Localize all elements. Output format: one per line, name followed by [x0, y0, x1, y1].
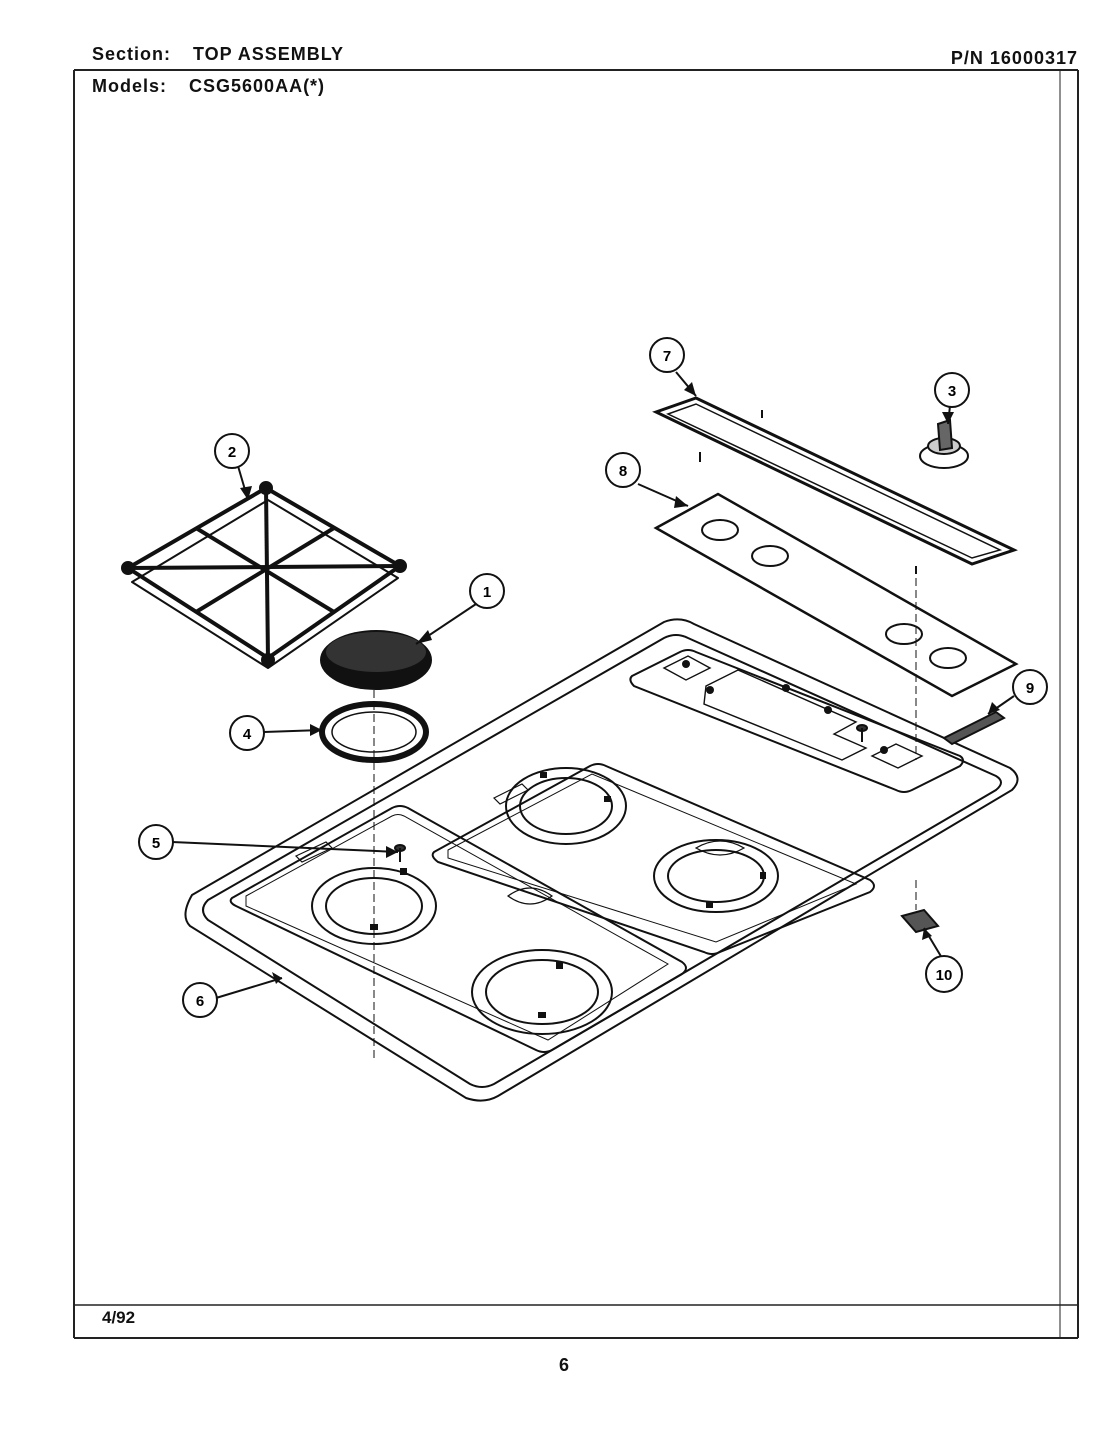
callout-label: 6: [196, 993, 204, 1010]
burner-cap: [320, 630, 432, 690]
callout-5: 5: [138, 824, 174, 860]
control-panel-overlay: [653, 492, 1019, 698]
callout-label: 7: [663, 348, 671, 365]
leader-arrowheads: [240, 382, 1000, 984]
mounting-clip: [942, 710, 1006, 746]
callout-label: 8: [619, 463, 627, 480]
section-label: Section:: [92, 44, 172, 64]
callout-label: 4: [243, 726, 252, 743]
callout-6: 6: [182, 982, 218, 1018]
burner-grate: [121, 481, 407, 669]
control-panel-frame: [652, 396, 1018, 574]
callout-7: 7: [649, 337, 685, 373]
page-frame: [73, 69, 1079, 1339]
callout-3: 3: [934, 372, 970, 408]
callout-label: 9: [1026, 680, 1034, 697]
models-line: Models: CSG5600AA(*): [92, 76, 325, 97]
callout-label: 2: [228, 444, 236, 461]
callout-label: 10: [936, 967, 953, 984]
part-number: P/N 16000317: [950, 48, 1078, 68]
revision-date: 4/92: [102, 1308, 136, 1327]
callout-10: 10: [925, 955, 963, 993]
section-line: Section: TOP ASSEMBLY: [92, 44, 344, 65]
callout-label: 5: [152, 835, 160, 852]
screws: [394, 724, 868, 862]
callout-4: 4: [229, 715, 265, 751]
callout-8: 8: [605, 452, 641, 488]
retainer-clip: [900, 908, 940, 934]
callout-label: 3: [948, 383, 956, 400]
control-knob: [919, 418, 969, 469]
cooktop-main-top: [184, 618, 1019, 1102]
models-value: CSG5600AA(*): [189, 76, 326, 96]
callout-9: 9: [1012, 669, 1048, 705]
callout-label: 1: [483, 584, 491, 601]
callout-2: 2: [214, 433, 250, 469]
section-value: TOP ASSEMBLY: [193, 44, 345, 64]
models-label: Models:: [92, 76, 168, 96]
callout-1: 1: [469, 573, 505, 609]
page-number: 6: [559, 1355, 570, 1375]
alignment-lines: [373, 578, 917, 1060]
